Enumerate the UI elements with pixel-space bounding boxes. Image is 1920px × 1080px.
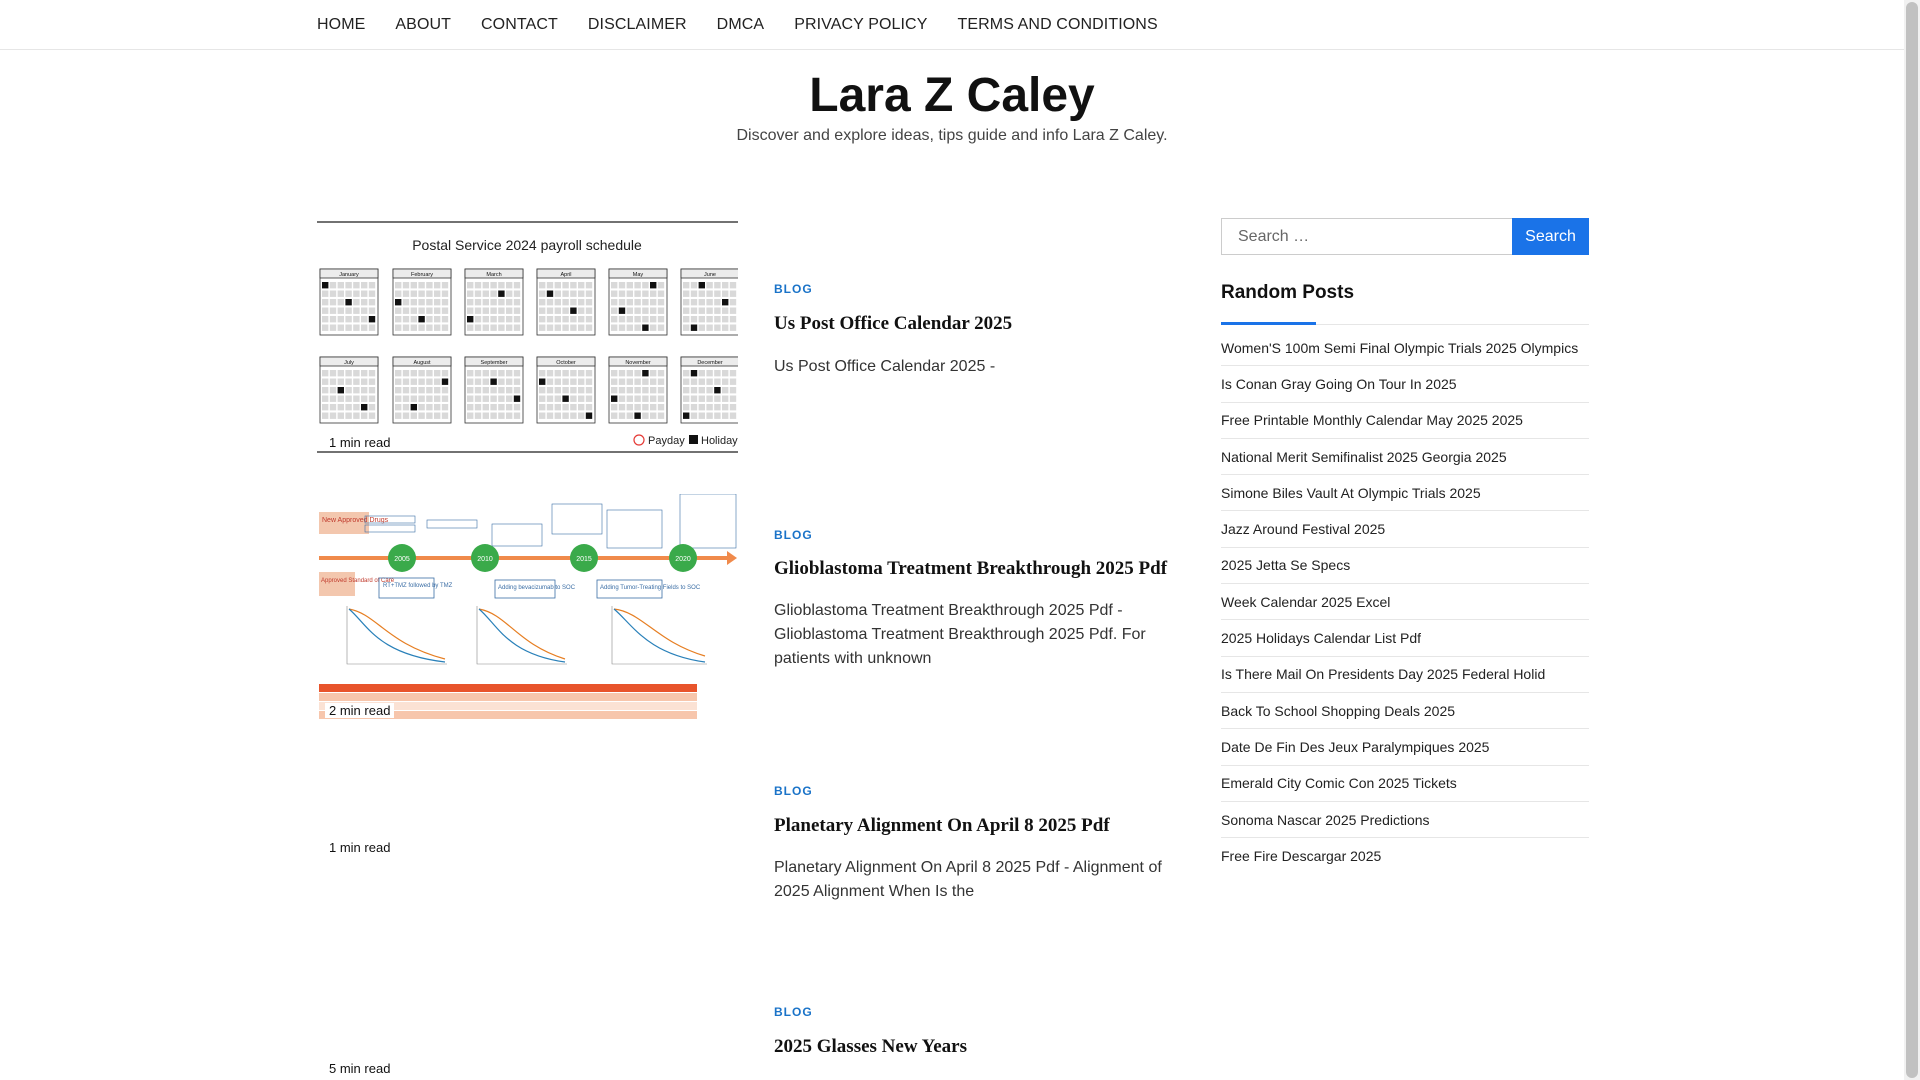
read-time: 5 min read — [325, 1061, 395, 1076]
timeline-box-bevacizumab: Adding bevacizumab to SOC — [498, 585, 576, 591]
calendar-month-label: April — [560, 272, 571, 278]
calendar-month-label: September — [481, 360, 508, 366]
list-item: Free Printable Monthly Calendar May 2025… — [1221, 403, 1589, 439]
post-excerpt: Us Post Office Calendar 2025 - — [774, 358, 996, 375]
calendar-month-label: August — [413, 360, 431, 366]
random-post-link[interactable]: National Merit Semifinalist 2025 Georgia… — [1221, 448, 1507, 465]
timeline-box-ttfields: Adding Tumor-Treating Fields to SOC — [600, 585, 701, 591]
post-title-link[interactable]: Glioblastoma Treatment Breakthrough 2025… — [774, 558, 1168, 579]
calendar-month-label: December — [697, 360, 723, 366]
random-post-link[interactable]: Emerald City Comic Con 2025 Tickets — [1221, 775, 1457, 792]
post-excerpt: Glioblastoma Treatment Breakthrough 2025… — [774, 602, 1146, 667]
random-post-link[interactable]: Week Calendar 2025 Excel — [1221, 593, 1391, 610]
nav-menu: HOME ABOUT CONTACT DISCLAIMER DMCA PRIVA… — [317, 0, 1188, 50]
list-item: Back To School Shopping Deals 2025 — [1221, 693, 1589, 730]
timeline-label-new-drugs: New Approved Drugs — [322, 517, 389, 524]
calendar-month-label: January — [339, 272, 359, 278]
post-title-link[interactable]: Us Post Office Calendar 2025 — [774, 313, 1013, 334]
random-post-link[interactable]: Back To School Shopping Deals 2025 — [1221, 702, 1456, 719]
random-post-link[interactable]: 2025 Holidays Calendar List Pdf — [1221, 630, 1422, 647]
list-item: 2025 Holidays Calendar List Pdf — [1221, 620, 1589, 657]
nav-about-link[interactable]: ABOUT — [395, 16, 452, 33]
random-post-link[interactable]: 2025 Jetta Se Specs — [1221, 557, 1351, 574]
list-item: Simone Biles Vault At Olympic Trials 202… — [1221, 475, 1589, 512]
post-thumbnail-glioblastoma[interactable]: New Approved Drugs 2005 2010 2015 2020 A… — [317, 494, 738, 720]
list-item: Date De Fin Des Jeux Paralympiques 2025 — [1221, 729, 1589, 766]
random-post-link[interactable]: Free Fire Descargar 2025 — [1221, 848, 1382, 865]
post-title-link[interactable]: 2025 Glasses New Years — [774, 1036, 967, 1057]
post-category-link[interactable]: BLOG — [774, 784, 813, 798]
nav-terms-link[interactable]: TERMS AND CONDITIONS — [957, 16, 1158, 33]
treatment-timeline-image: New Approved Drugs 2005 2010 2015 2020 A… — [319, 494, 737, 719]
search-button[interactable]: Search — [1512, 218, 1589, 255]
random-post-link[interactable]: Jazz Around Festival 2025 — [1221, 521, 1386, 538]
list-item: Is There Mail On Presidents Day 2025 Fed… — [1221, 657, 1589, 693]
post-thumbnail-calendar[interactable]: Postal Service 2024 payroll schedule Jan… — [317, 221, 738, 453]
post-excerpt: Planetary Alignment On April 8 2025 Pdf … — [774, 859, 1162, 900]
payroll-calendar-image: Postal Service 2024 payroll schedule Jan… — [317, 221, 738, 453]
random-post-link[interactable]: Is There Mail On Presidents Day 2025 Fed… — [1221, 666, 1546, 683]
list-item: Free Fire Descargar 2025 — [1221, 838, 1589, 874]
nav-privacy-policy-link[interactable]: PRIVACY POLICY — [794, 16, 928, 33]
read-time: 2 min read — [325, 703, 395, 718]
search-input[interactable] — [1221, 218, 1513, 255]
list-item: Women'S 100m Semi Final Olympic Trials 2… — [1221, 330, 1589, 367]
list-item: 2025 Jetta Se Specs — [1221, 548, 1589, 585]
calendar-month-label: February — [411, 272, 433, 278]
read-time: 1 min read — [325, 840, 395, 855]
timeline-year-2020: 2020 — [675, 556, 691, 563]
timeline-year-2015: 2015 — [576, 556, 592, 563]
calendar-month-label: June — [704, 272, 716, 278]
widget-divider — [1221, 324, 1589, 325]
nav-home-link[interactable]: HOME — [317, 16, 366, 33]
widget-title-underline — [1221, 322, 1316, 325]
list-item: Is Conan Gray Going On Tour In 2025 — [1221, 366, 1589, 403]
calendar-month-label: November — [625, 360, 651, 366]
calendar-month-label: March — [486, 272, 501, 278]
random-post-link[interactable]: Free Printable Monthly Calendar May 2025… — [1221, 412, 1523, 429]
site-title[interactable]: Lara Z Caley — [809, 69, 1095, 122]
timeline-year-2005: 2005 — [394, 556, 410, 563]
legend-holiday: Holiday — [701, 435, 738, 447]
nav-dmca-link[interactable]: DMCA — [716, 16, 765, 33]
nav-contact-link[interactable]: CONTACT — [481, 16, 558, 33]
calendar-month-label: October — [556, 360, 576, 366]
post-title-link[interactable]: Planetary Alignment On April 8 2025 Pdf — [774, 815, 1110, 836]
calendar-month-label: May — [633, 272, 644, 278]
list-item: Sonoma Nascar 2025 Predictions — [1221, 802, 1589, 839]
list-item: National Merit Semifinalist 2025 Georgia… — [1221, 439, 1589, 476]
list-item: Emerald City Comic Con 2025 Tickets — [1221, 766, 1589, 802]
timeline-year-2010: 2010 — [477, 556, 493, 563]
calendar-heading: Postal Service 2024 payroll schedule — [412, 237, 642, 253]
random-posts-heading: Random Posts — [1221, 282, 1355, 303]
scrollbar-thumb[interactable] — [1906, 2, 1918, 1078]
post-category-link[interactable]: BLOG — [774, 1005, 813, 1019]
timeline-box-rt-tmz: RT+TMZ followed by TMZ — [383, 583, 453, 589]
read-time: 1 min read — [325, 435, 395, 450]
top-navigation: HOME ABOUT CONTACT DISCLAIMER DMCA PRIVA… — [0, 0, 1904, 50]
nav-disclaimer-link[interactable]: DISCLAIMER — [587, 16, 687, 33]
site-description: Discover and explore ideas, tips guide a… — [736, 127, 1168, 144]
post-category-link[interactable]: BLOG — [774, 528, 813, 542]
list-item: Jazz Around Festival 2025 — [1221, 511, 1589, 548]
calendar-month-label: July — [344, 360, 354, 366]
random-posts-list: Women'S 100m Semi Final Olympic Trials 2… — [1221, 330, 1589, 874]
random-post-link[interactable]: Women'S 100m Semi Final Olympic Trials 2… — [1221, 339, 1579, 356]
post-category-link[interactable]: BLOG — [774, 282, 813, 296]
timeline-label-standard: Approved Standard of Care — [321, 578, 395, 584]
legend-payday: Payday — [648, 435, 685, 447]
random-post-link[interactable]: Is Conan Gray Going On Tour In 2025 — [1221, 375, 1457, 392]
random-post-link[interactable]: Sonoma Nascar 2025 Predictions — [1221, 811, 1430, 828]
list-item: Week Calendar 2025 Excel — [1221, 584, 1589, 621]
random-post-link[interactable]: Date De Fin Des Jeux Paralympiques 2025 — [1221, 738, 1490, 755]
random-post-link[interactable]: Simone Biles Vault At Olympic Trials 202… — [1221, 484, 1481, 501]
